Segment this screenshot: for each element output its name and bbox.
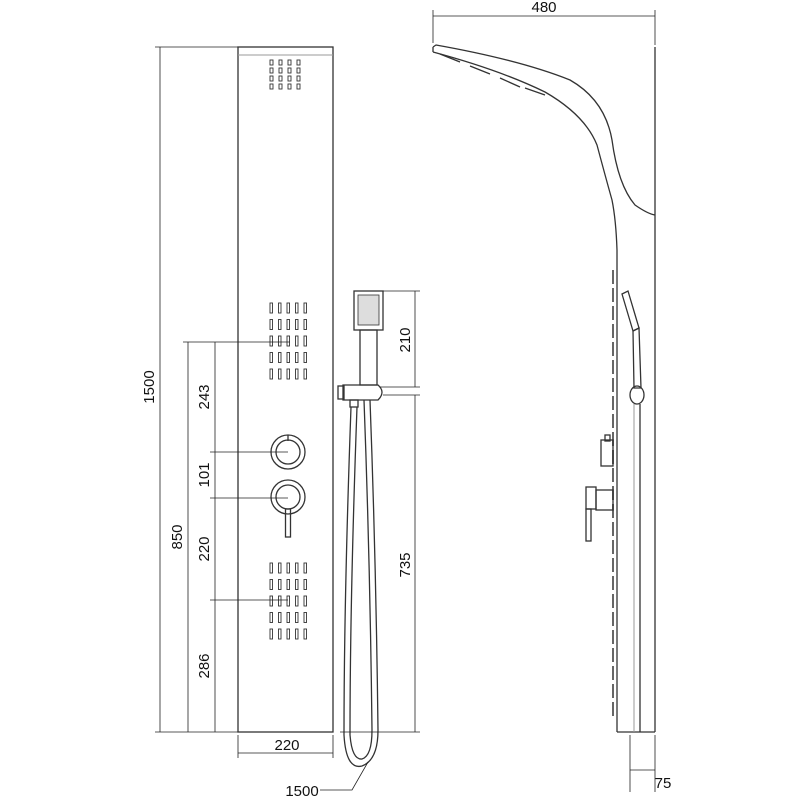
nozzle: [269, 319, 273, 330]
nozzle: [278, 595, 282, 607]
nozzle: [295, 352, 299, 363]
nozzle: [295, 319, 299, 330]
nozzle: [269, 368, 273, 380]
nozzle: [278, 352, 282, 363]
front-panel: [237, 46, 334, 733]
nozzle: [303, 302, 307, 314]
nozzle: [286, 612, 290, 623]
diverter-knob: [270, 479, 306, 538]
nozzle: [269, 595, 273, 607]
nozzle: [278, 75, 283, 82]
nozzle: [296, 83, 301, 90]
nozzle: [303, 319, 307, 330]
nozzle: [286, 628, 290, 640]
dim-handshower-length: 210: [397, 327, 414, 352]
nozzle: [278, 368, 282, 380]
nozzle: [286, 562, 290, 574]
nozzle: [286, 595, 290, 607]
nozzle: [278, 612, 282, 623]
nozzle: [303, 612, 307, 623]
nozzle: [286, 319, 290, 330]
dim-panel-width: 220: [274, 737, 299, 754]
dim-total-height: 1500: [141, 370, 158, 403]
nozzle: [269, 75, 274, 82]
side-dimension-lines: [432, 10, 656, 792]
nozzle: [303, 335, 307, 347]
nozzle: [295, 368, 299, 380]
nozzle: [295, 335, 299, 347]
nozzle: [269, 67, 274, 74]
nozzle: [303, 368, 307, 380]
dim-head-projection: 480: [531, 0, 556, 16]
nozzle: [287, 75, 292, 82]
handshower-front: [337, 290, 384, 768]
nozzle: [269, 352, 273, 363]
nozzle: [286, 302, 290, 314]
dim-valve-height: 850: [169, 524, 186, 549]
dim-101: 101: [196, 462, 213, 487]
nozzle: [296, 67, 301, 74]
nozzle: [287, 83, 292, 90]
nozzle: [287, 67, 292, 74]
nozzle: [278, 319, 282, 330]
nozzle: [269, 83, 274, 90]
nozzle: [303, 352, 307, 363]
nozzle: [295, 562, 299, 574]
nozzle: [303, 595, 307, 607]
dim-286: 286: [196, 653, 213, 678]
nozzle: [295, 612, 299, 623]
dim-220-vertical: 220: [196, 536, 213, 561]
nozzle: [295, 302, 299, 314]
dim-243: 243: [196, 384, 213, 409]
nozzle: [278, 628, 282, 640]
nozzle: [296, 59, 301, 66]
front-dimension-lines: [155, 46, 420, 791]
nozzle: [269, 302, 273, 314]
dim-holder-height: 735: [397, 552, 414, 577]
nozzle: [278, 59, 283, 66]
nozzle: [303, 579, 307, 590]
nozzle: [286, 368, 290, 380]
nozzle: [296, 75, 301, 82]
nozzle: [269, 579, 273, 590]
nozzle: [278, 302, 282, 314]
lower-body-jets: [269, 562, 307, 640]
dim-panel-depth: 75: [655, 775, 672, 792]
nozzle: [278, 562, 282, 574]
nozzle: [278, 67, 283, 74]
nozzle: [269, 335, 273, 347]
nozzle: [269, 59, 274, 66]
nozzle: [295, 595, 299, 607]
nozzle: [278, 579, 282, 590]
nozzle: [295, 579, 299, 590]
nozzle: [295, 628, 299, 640]
nozzle: [269, 562, 273, 574]
nozzle: [286, 335, 290, 347]
nozzle: [278, 83, 283, 90]
side-view: [432, 44, 656, 733]
nozzle: [303, 562, 307, 574]
nozzle: [286, 352, 290, 363]
nozzle: [269, 612, 273, 623]
nozzle: [287, 59, 292, 66]
nozzle: [286, 579, 290, 590]
nozzle: [303, 628, 307, 640]
nozzle: [269, 628, 273, 640]
upper-body-jets: [269, 302, 307, 380]
dim-hose-length: 1500: [285, 783, 318, 800]
top-nozzle-grid: [269, 59, 301, 90]
nozzle: [278, 335, 282, 347]
